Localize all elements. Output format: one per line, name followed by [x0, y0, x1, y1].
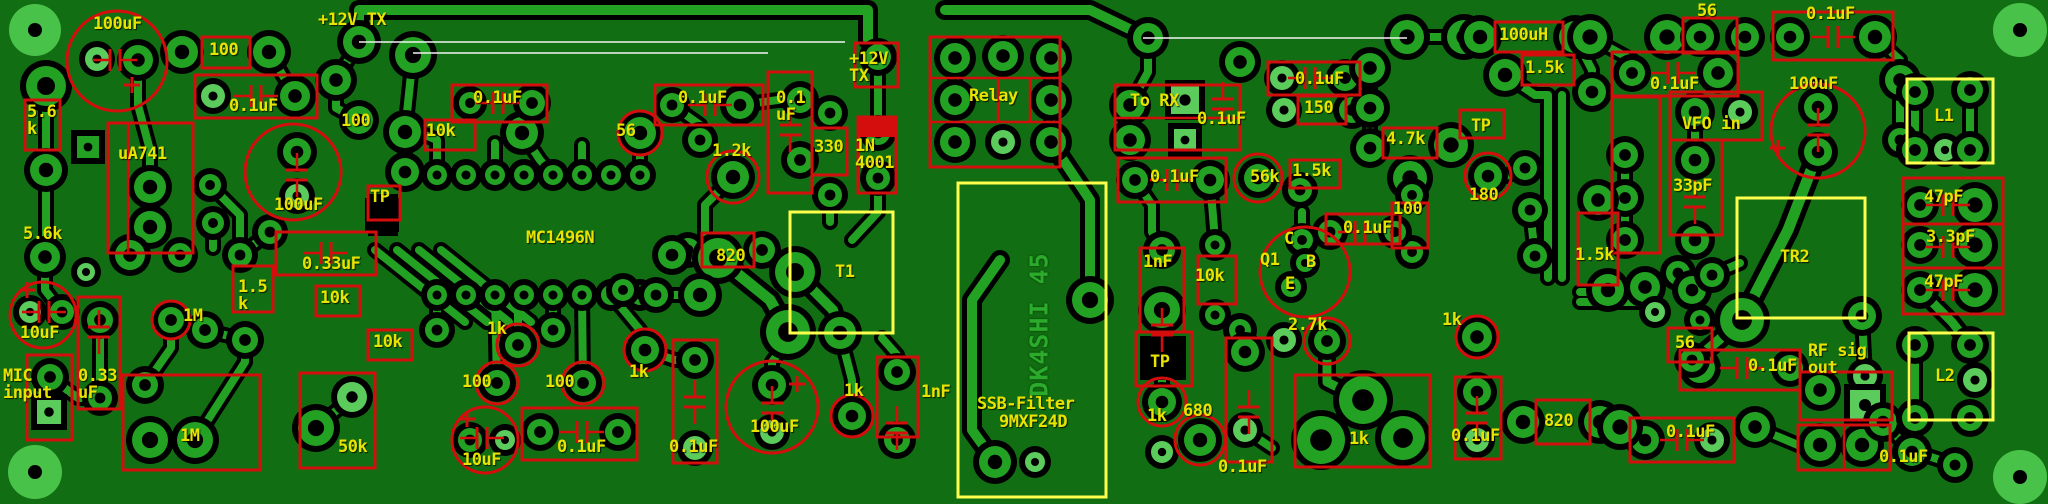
component-label: 1.5k: [1292, 161, 1331, 181]
component-label: 820: [1544, 411, 1574, 431]
component-label: 33pF: [1673, 176, 1712, 196]
component-label: 0.1uF: [1197, 109, 1246, 129]
component-label: 0.1uF: [473, 88, 522, 108]
component-label: E: [1285, 274, 1295, 294]
component-label: 47pF: [1924, 272, 1963, 292]
component-label: 100: [462, 372, 492, 392]
component-label: 10uF: [20, 323, 59, 343]
component-label: 100uH: [1499, 25, 1548, 45]
component-label: 1nF: [921, 382, 951, 402]
component-label: 100uF: [93, 14, 142, 34]
component-label: VFO in: [1682, 114, 1741, 134]
component-label: 0.1uF: [1218, 457, 1267, 477]
component-label: 56k: [1250, 167, 1280, 187]
component-label: 180: [1469, 185, 1499, 205]
component-label: 5.6k: [23, 224, 62, 244]
component-label: TP: [370, 187, 390, 207]
component-label: 1M: [183, 306, 203, 326]
component-label: 1k: [629, 362, 649, 382]
component-label: TP: [1471, 116, 1491, 136]
component-label: 1N 4001: [855, 136, 894, 173]
component-label: 10k: [1195, 266, 1225, 286]
component-label: 0.1uF: [669, 437, 718, 457]
component-label: 0.1uF: [1150, 167, 1199, 187]
component-label: 100uF: [1789, 74, 1838, 94]
component-label: +12V TX: [849, 49, 888, 86]
component-label: 10k: [373, 332, 403, 352]
component-label: 2.7k: [1288, 315, 1327, 335]
component-label: 0.1uF: [1879, 447, 1928, 467]
component-label: 1.5k: [1575, 245, 1614, 265]
component-label: +12V TX: [318, 10, 387, 30]
component-label: 1.2k: [712, 141, 751, 161]
component-label: 0.1uF: [1748, 356, 1797, 376]
component-label: 100uF: [274, 195, 323, 215]
component-label: 47pF: [1924, 187, 1963, 207]
component-label: 1nF: [1143, 252, 1173, 272]
component-label: 56: [616, 121, 636, 141]
component-label: 1k: [844, 381, 864, 401]
component-label: 100: [341, 111, 371, 131]
component-label: SSB-Filter: [977, 394, 1075, 414]
component-label: 1k: [1442, 310, 1462, 330]
component-label: 3.3pF: [1926, 227, 1975, 247]
component-label: 100: [1393, 199, 1423, 219]
component-label: 1.5k: [1525, 58, 1564, 78]
component-label: 0.1uF: [1666, 422, 1715, 442]
component-label: 56: [1697, 1, 1717, 21]
component-label: L2: [1935, 366, 1955, 386]
component-label: MC1496N: [526, 228, 595, 248]
component-label: 10uF: [462, 450, 501, 470]
component-label: 0.1uF: [1451, 426, 1500, 446]
component-label: 56: [1675, 333, 1695, 353]
component-label: 330: [814, 137, 844, 157]
component-label: 1k: [487, 319, 507, 339]
component-label: 0.1uF: [1343, 218, 1392, 238]
component-label: 1.5 k: [238, 277, 268, 314]
component-label: TR2: [1780, 247, 1810, 267]
component-label: 0.1uF: [1806, 4, 1855, 24]
component-label: RF sig out: [1808, 341, 1867, 378]
component-label: 1M: [180, 426, 200, 446]
component-label: 0.1uF: [1650, 74, 1699, 94]
component-label: 100: [209, 40, 239, 60]
component-label: 10k: [320, 288, 350, 308]
component-label: 100: [545, 372, 575, 392]
component-label: 0.1uF: [229, 96, 278, 116]
component-label: Relay: [969, 86, 1018, 106]
component-label: 100uF: [750, 417, 799, 437]
component-label: T1: [835, 262, 855, 282]
component-label: uA741: [118, 144, 167, 164]
component-label: 5.6 k: [27, 102, 57, 139]
component-label: 50k: [338, 437, 368, 457]
component-label: 0.1uF: [1295, 69, 1344, 89]
component-label: 820: [716, 246, 746, 266]
component-label: 1k: [1349, 429, 1369, 449]
component-label: 9MXF24D: [999, 412, 1068, 432]
component-label: 0.1uF: [678, 88, 727, 108]
component-label: TP: [1150, 352, 1170, 372]
component-label: 0.1 uF: [776, 88, 806, 125]
component-label: 150: [1304, 98, 1334, 118]
component-label: 0.1uF: [557, 437, 606, 457]
component-label: 4.7k: [1386, 129, 1425, 149]
watermark-text: DK4SHI 45: [1024, 252, 1054, 397]
component-label: Q1: [1260, 250, 1280, 270]
component-label: C: [1284, 229, 1294, 249]
component-label: 680: [1183, 401, 1213, 421]
component-label: 0.33uF: [302, 254, 361, 274]
component-label: MIC input: [3, 366, 52, 403]
component-label: B: [1306, 252, 1316, 272]
component-label: 0.33 uF: [78, 366, 117, 403]
component-label: 1k: [1147, 406, 1167, 426]
component-label: L1: [1934, 106, 1954, 126]
component-label: To RX: [1130, 91, 1179, 111]
component-label: 10k: [426, 121, 456, 141]
